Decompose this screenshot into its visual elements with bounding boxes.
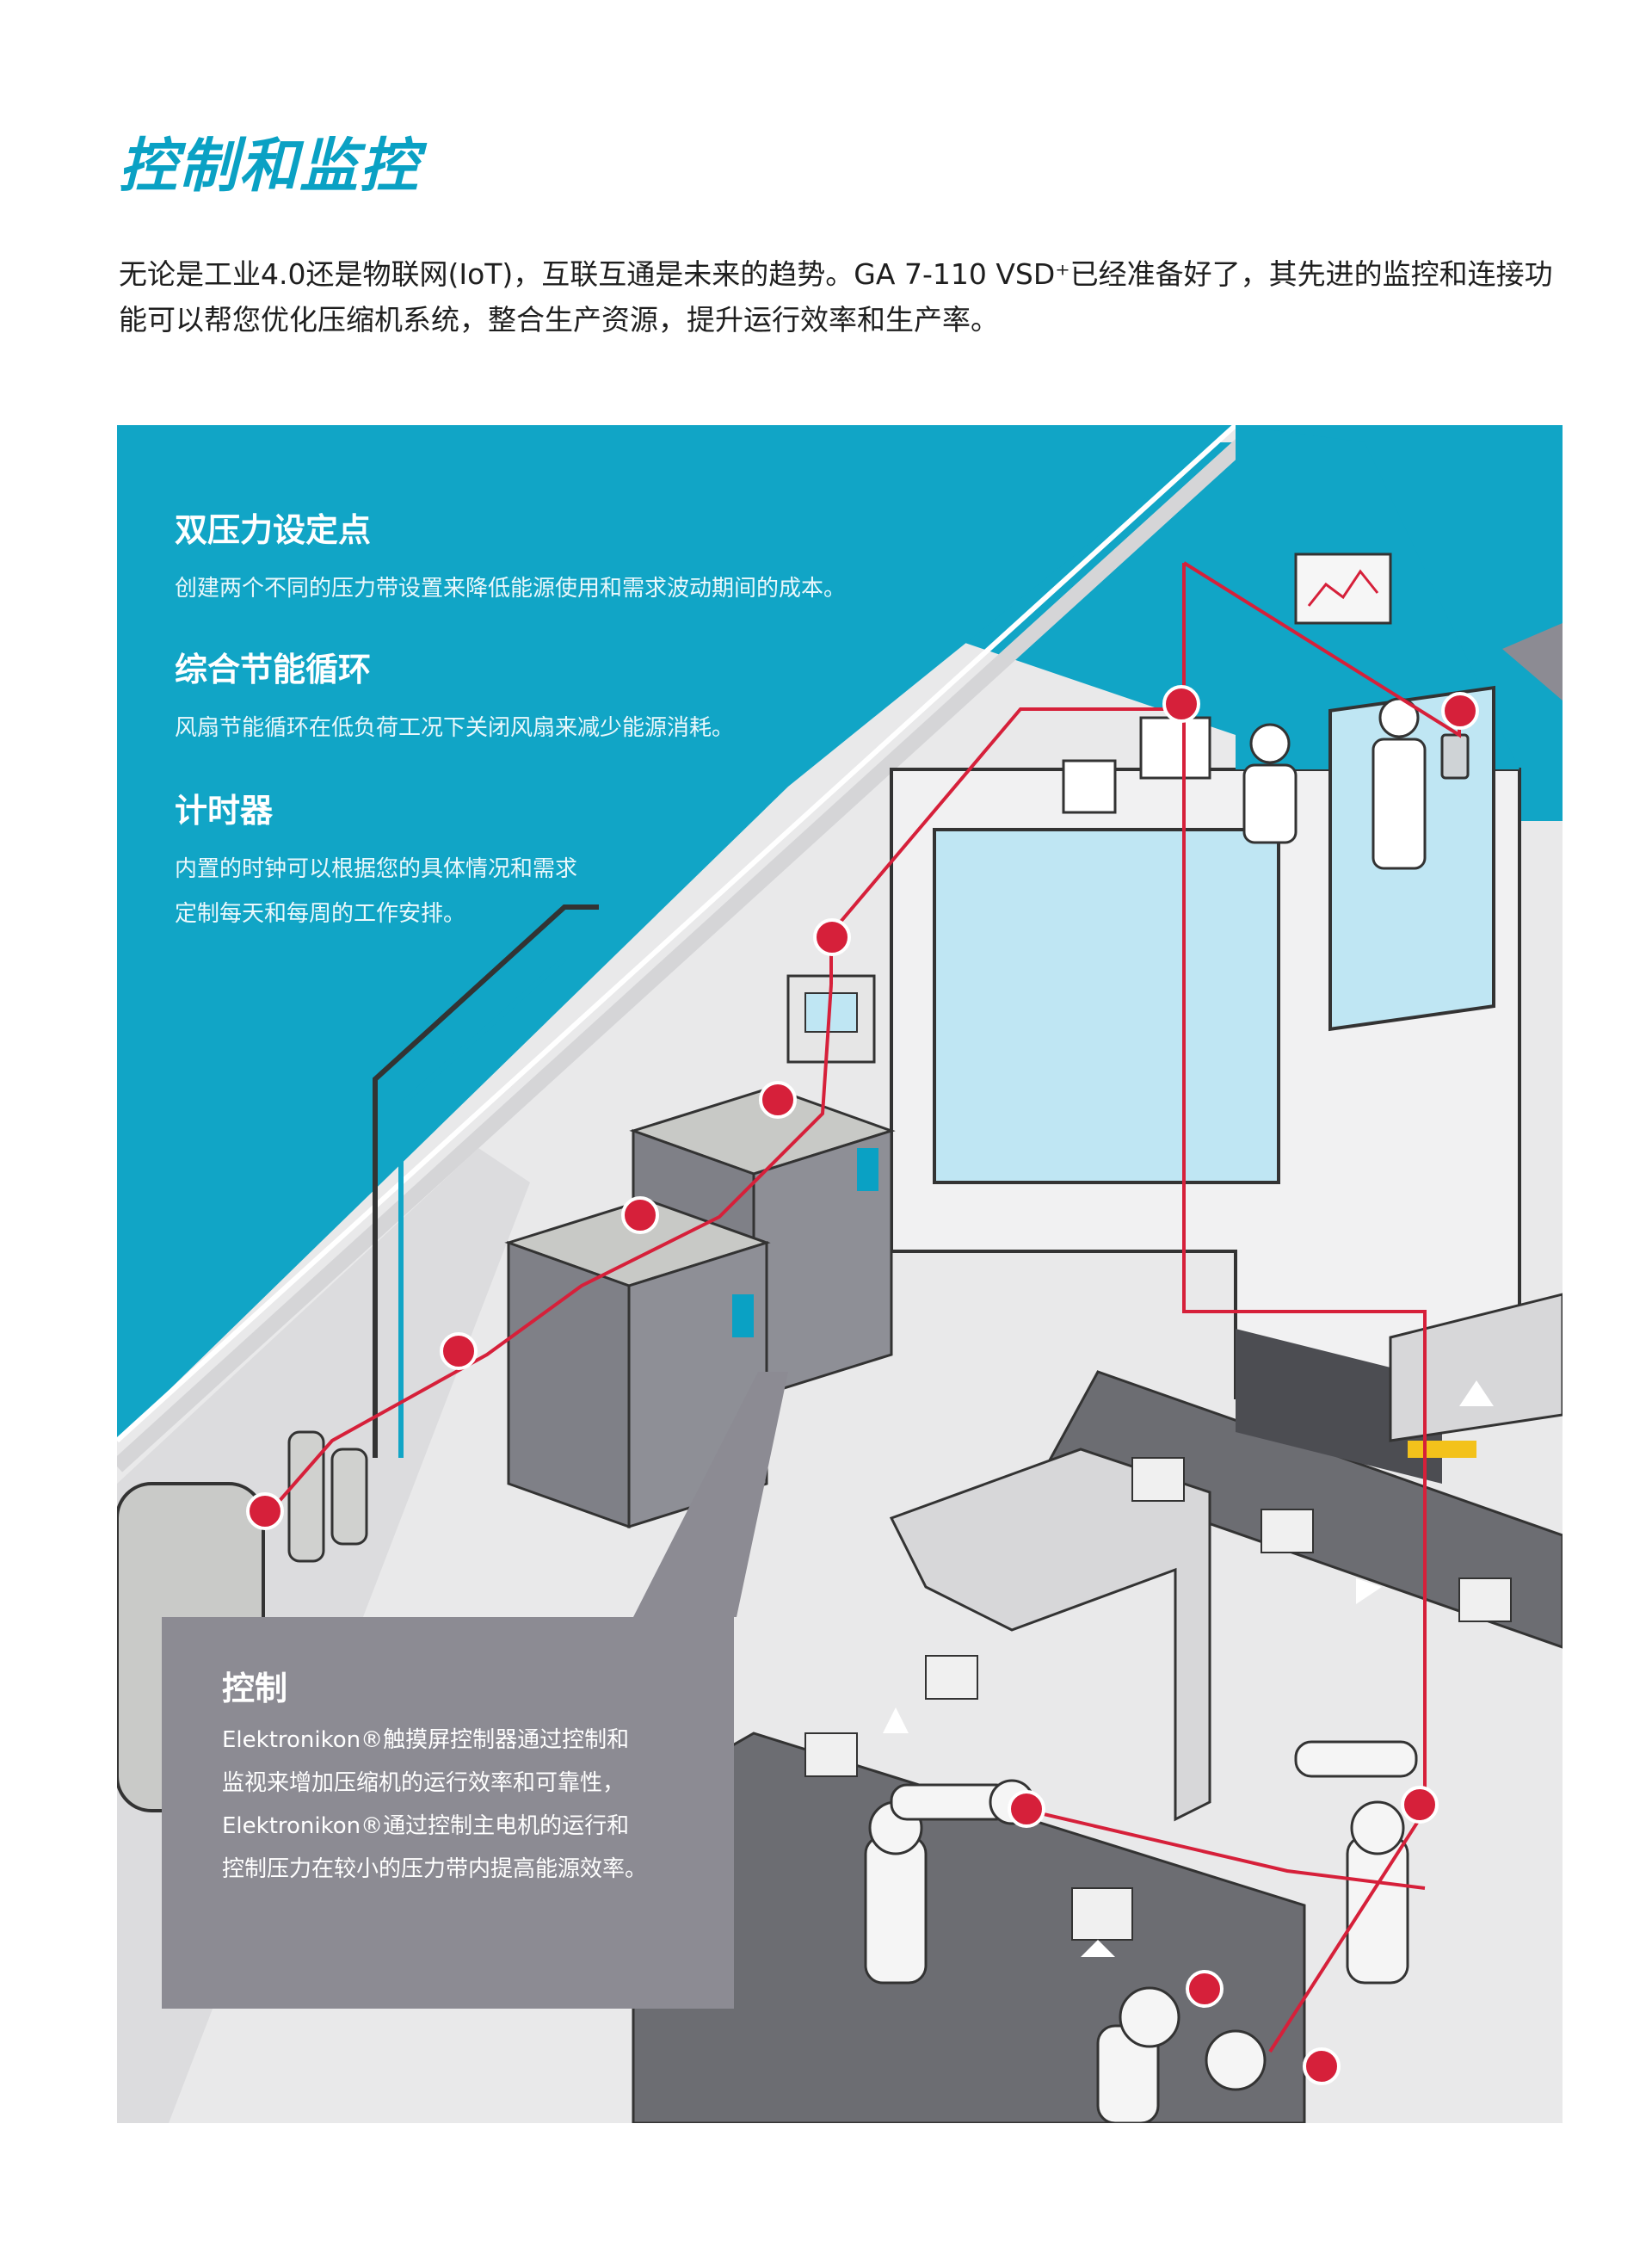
robot-arm-icon <box>864 1740 1418 2123</box>
feature-dual-setpoint: 双压力设定点 创建两个不同的压力带设置来降低能源使用和需求波动期间的成本。 <box>175 511 846 611</box>
feature-desc: 创建两个不同的压力带设置来降低能源使用和需求波动期间的成本。 <box>175 575 847 602</box>
control-body: Elektronikon®触摸屏控制器通过控制和 监视来增加压缩机的运行效率和可… <box>222 1727 648 1882</box>
feature-title: 综合节能循环 <box>175 651 372 688</box>
control-callout: 控制 Elektronikon®触摸屏控制器通过控制和 监视来增加压缩机的运行效… <box>162 1617 734 2009</box>
left-wall <box>117 425 1236 1441</box>
feature-desc: 风扇节能循环在低负荷工况下关闭风扇来减少能源消耗。 <box>175 714 735 741</box>
feature-title: 计时器 <box>175 792 274 830</box>
tablet-icon <box>1440 733 1470 780</box>
inspection-gantry <box>889 1448 1211 1822</box>
inspection-gantry-2 <box>1389 1293 1563 1442</box>
arrow-icon <box>883 1380 1494 1957</box>
monitor-icon <box>1294 553 1392 625</box>
callout-pointer <box>1502 623 1563 701</box>
control-callout-pointer <box>633 1372 788 1617</box>
feature-timer: 计时器 内置的时钟可以根据您的具体情况和需求 定制每天和每周的工作安排。 <box>175 792 577 936</box>
page-title: 控制和监控 <box>119 133 421 201</box>
network-node-icon <box>246 685 1479 2085</box>
factory-illustration: 双压力设定点 创建两个不同的压力带设置来降低能源使用和需求波动期间的成本。 综合… <box>117 425 1563 2123</box>
control-room-window <box>933 828 1280 1184</box>
control-title: 控制 <box>222 1670 288 1707</box>
factory-scene <box>117 425 1563 2123</box>
feature-desc: 内置的时钟可以根据您的具体情况和需求 定制每天和每周的工作安排。 <box>175 855 578 927</box>
intro-paragraph: 无论是工业4.0还是物联网(IoT)，互联互通是未来的趋势。GA 7-110 V… <box>119 257 1553 336</box>
feature-saver-cycle: 综合节能循环 风扇节能循环在低负荷工况下关闭风扇来减少能源消耗。 <box>175 651 734 750</box>
feature-title: 双压力设定点 <box>175 511 372 549</box>
